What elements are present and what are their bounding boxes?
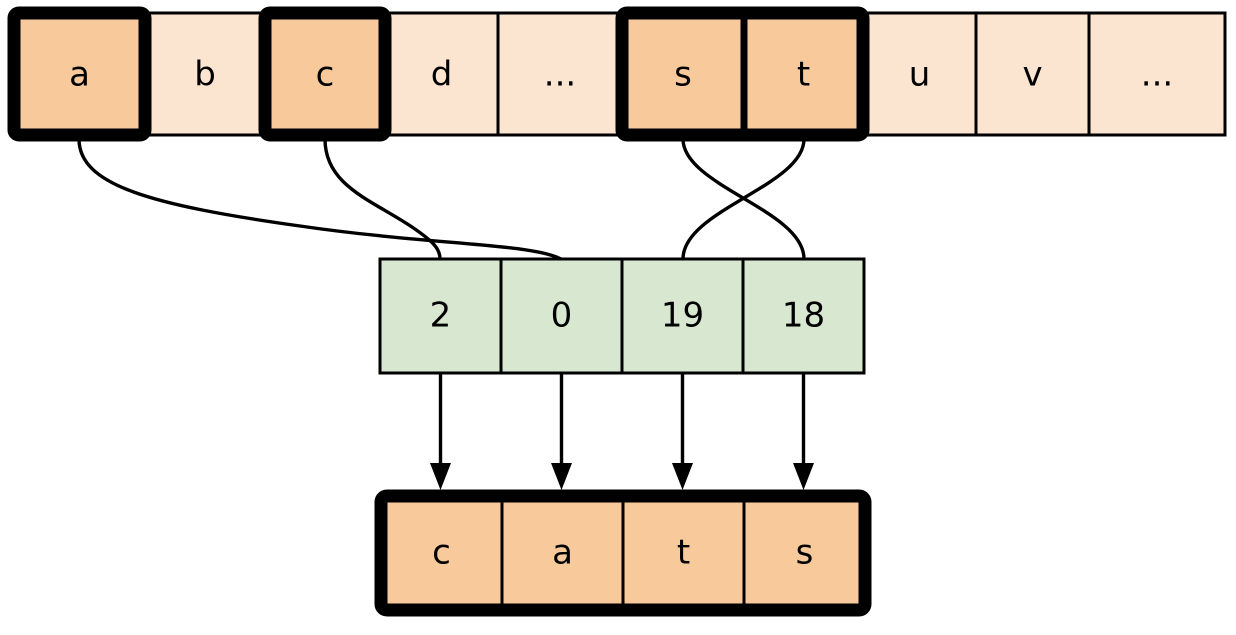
index-cell-18[interactable] xyxy=(741,257,866,375)
connector-t-to-19 xyxy=(681,138,806,260)
arrow-0-to-a xyxy=(551,373,572,490)
alphabet-cell-v[interactable] xyxy=(974,11,1091,137)
output-cell-c[interactable] xyxy=(379,494,504,612)
arrow-2-to-c xyxy=(430,373,451,490)
index-cell-2-label: 2 xyxy=(430,296,452,336)
alphabet-cell-b-label: b xyxy=(194,55,216,95)
index-cell-18-label: 18 xyxy=(782,296,825,336)
alphabet-cell-t-label: t xyxy=(797,55,810,95)
output-cell-c-label: c xyxy=(432,533,451,573)
alphabet-cell-ellipsis-left[interactable] xyxy=(496,11,624,137)
connector-c-to-2 xyxy=(323,138,442,260)
arrow-18-to-s xyxy=(793,373,814,490)
output-cell-a[interactable] xyxy=(500,494,625,612)
index-cell-19[interactable] xyxy=(620,257,745,375)
output-cell-a-label: a xyxy=(552,533,573,573)
alphabet-outline-a xyxy=(7,6,152,142)
alphabet-cell-v-label: v xyxy=(1022,55,1042,95)
alphabet-cell-s-label: s xyxy=(674,55,692,95)
index-to-output-arrows xyxy=(430,373,814,490)
index-cell-0-label: 0 xyxy=(551,296,573,336)
alphabet-strip: a b c d ... s t u v xyxy=(7,6,1227,142)
alphabet-cell-ellipsis-left-label: ... xyxy=(544,55,576,95)
alphabet-cell-c-label: c xyxy=(316,55,335,95)
alphabet-cell-ellipsis-right-label: ... xyxy=(1141,55,1173,95)
alphabet-cell-u-label: u xyxy=(909,55,931,95)
arrow-19-to-t xyxy=(672,373,693,490)
index-cell-19-label: 19 xyxy=(661,296,704,336)
output-strip: c a t s xyxy=(374,489,872,617)
alphabet-cell-ellipsis-right[interactable] xyxy=(1087,11,1227,137)
alphabet-cell-a-label: a xyxy=(69,55,90,95)
alphabet-outline-c xyxy=(258,6,392,142)
output-cell-s-label: s xyxy=(796,533,814,573)
index-cell-2[interactable] xyxy=(378,257,503,375)
alphabet-cell-b[interactable] xyxy=(143,11,267,137)
alphabet-outline-st xyxy=(615,6,870,142)
index-strip: 2 0 19 18 xyxy=(378,257,866,375)
letter-to-index-connectors xyxy=(77,138,806,261)
alphabet-cell-d-label: d xyxy=(431,55,453,95)
output-cell-t-label: t xyxy=(677,533,690,573)
output-strip-outline xyxy=(374,489,872,617)
connector-a-to-0 xyxy=(77,138,562,261)
